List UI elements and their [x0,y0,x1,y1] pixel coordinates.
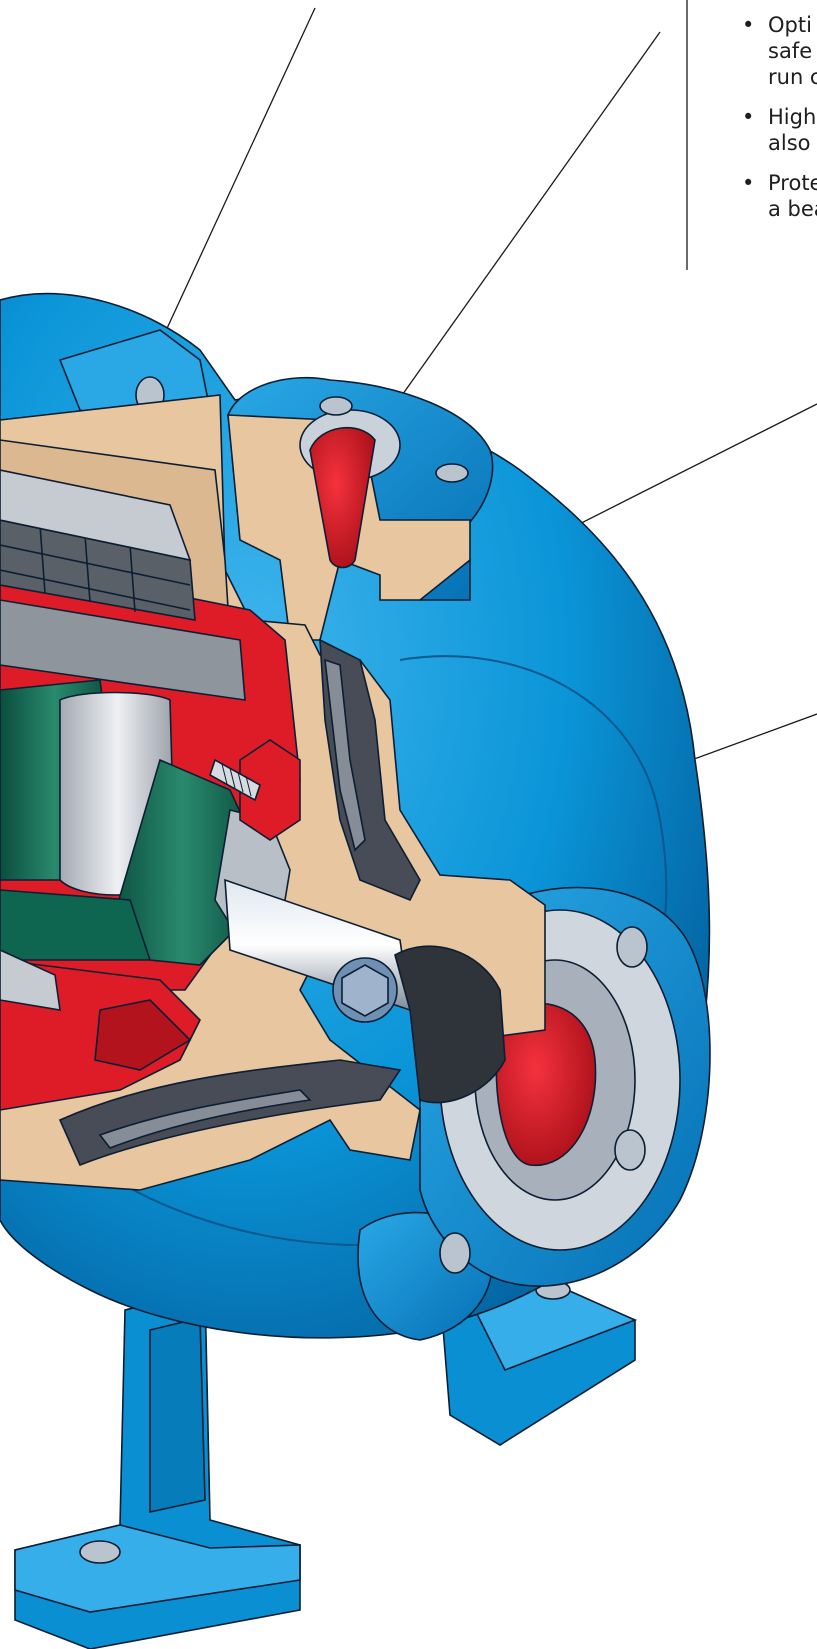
front-foot-inner [149,1316,206,1513]
suction-bolt-hole-3 [439,1232,471,1274]
bullet-marker: • [742,171,755,195]
fixing-bolt [209,758,261,802]
lower-inner-cavity [94,999,192,1071]
discharge-nozzle [227,376,494,641]
suction-bolt-hole-2 [614,1129,646,1171]
pump-stand [14,1279,638,1649]
feature-bullet-1-line-3: run c [768,65,817,89]
impeller-eye [394,945,506,1104]
feature-bullet-3-line-2: a bea [768,197,817,221]
feature-bullet-1-line-1: Opti [768,13,812,37]
impeller-nut-hex [341,964,389,1017]
rear-bearing-seal [0,949,61,1011]
suction-bolt-hole-1 [616,926,648,968]
bullet-marker: • [742,13,755,37]
discharge-passage [309,426,376,569]
rear-magnet-cut [0,889,152,961]
foot-bolt-hole-front [79,1540,121,1564]
discharge-bolt-hole-2 [435,463,469,483]
lower-impeller-vanes [98,1089,312,1149]
feature-bullet-1: • Opti safe run c [740,12,817,90]
impeller-vanes [324,658,366,852]
bullet-marker: • [742,105,755,129]
feature-bullet-2: • High also [740,104,817,156]
suction-passage [495,1002,597,1166]
feature-bullet-list: • Opti safe run c • High also • Prote a … [740,12,817,236]
feature-bullet-3: • Prote a bea [740,170,817,222]
feature-bullet-3-line-1: Prote [768,171,817,195]
outer-magnet-segments [0,469,196,621]
cutaway-section [0,394,546,1191]
outer-magnet-carrier [0,599,246,701]
feature-bullet-1-line-2: safe [768,39,813,63]
feature-bullet-2-line-1: High [768,105,817,129]
mid-red-chamber [239,739,301,841]
feature-bullet-2-line-2: also [768,131,811,155]
discharge-bolt-hole-1 [319,396,353,416]
